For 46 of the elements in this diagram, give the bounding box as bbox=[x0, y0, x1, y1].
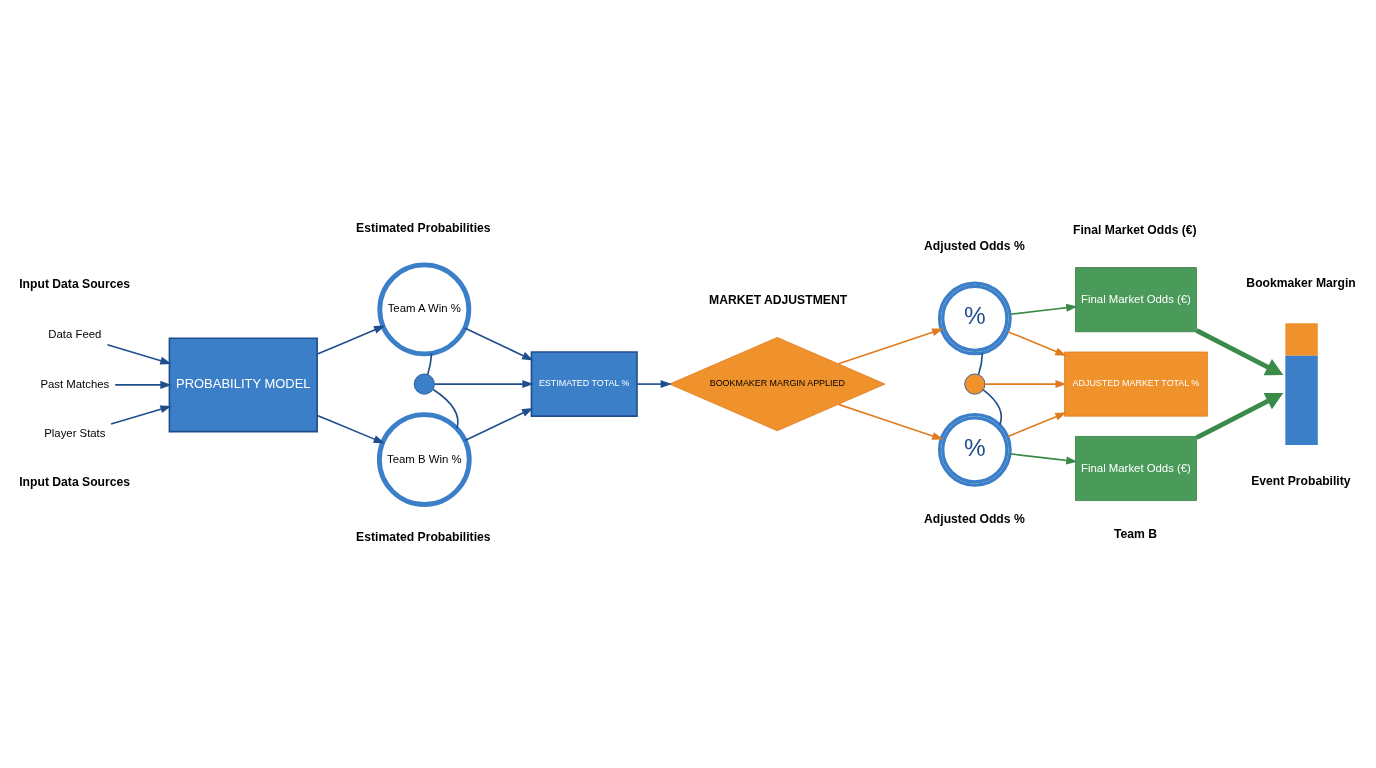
node-circle: Team B Win % bbox=[376, 411, 472, 507]
label: Input Data Sources bbox=[19, 276, 131, 291]
arrow bbox=[1009, 452, 1078, 464]
arrow bbox=[984, 379, 1067, 388]
arrow bbox=[636, 379, 672, 388]
label: Team B bbox=[1114, 526, 1158, 541]
label: Event Probability bbox=[1251, 473, 1351, 488]
label: Input Data Sources bbox=[19, 474, 131, 489]
arrow bbox=[1195, 327, 1284, 375]
connector bbox=[432, 388, 459, 429]
arrow bbox=[1195, 392, 1284, 440]
node-box: ADJUSTED MARKET TOTAL % bbox=[1064, 351, 1208, 417]
arrow bbox=[464, 407, 534, 441]
arrow bbox=[1009, 303, 1078, 315]
arrow bbox=[837, 403, 944, 440]
label: Final Market Odds (€) bbox=[1073, 222, 1197, 237]
arrow bbox=[837, 327, 944, 365]
node-text: Player Stats bbox=[44, 426, 106, 439]
arrow bbox=[106, 343, 172, 364]
arrow bbox=[433, 379, 534, 388]
node-box: Final Market Odds (€) bbox=[1075, 266, 1197, 332]
arrow bbox=[316, 414, 385, 443]
node-text: Past Matches bbox=[40, 377, 110, 390]
label: Estimated Probabilities bbox=[356, 220, 491, 235]
node-circle bbox=[413, 373, 435, 395]
connector bbox=[426, 352, 433, 375]
arrow bbox=[110, 404, 172, 425]
node-circle: Team A Win % bbox=[377, 261, 472, 356]
arrow bbox=[463, 326, 534, 361]
node-text: Data Feed bbox=[48, 327, 102, 340]
label: MARKET ADJUSTMENT bbox=[709, 292, 848, 307]
arrow bbox=[1007, 330, 1067, 356]
node-diamond: BOOKMAKER MARGIN APPLIED bbox=[669, 336, 886, 431]
arrow bbox=[114, 380, 172, 389]
label: Adjusted Odds % bbox=[924, 511, 1025, 525]
label: Adjusted Odds % bbox=[924, 238, 1025, 253]
connector bbox=[982, 388, 1003, 425]
label: Estimated Probabilities bbox=[356, 529, 491, 544]
arrow bbox=[1007, 411, 1067, 437]
arrow bbox=[316, 324, 386, 355]
node-circle bbox=[964, 373, 986, 395]
connector bbox=[977, 351, 984, 375]
node-box: Final Market Odds (€) bbox=[1075, 435, 1197, 501]
node-box: ESTIMATED TOTAL % bbox=[530, 350, 638, 417]
node-box: PROBABILITY MODEL bbox=[168, 336, 318, 432]
label: Bookmaker Margin bbox=[1246, 275, 1356, 290]
